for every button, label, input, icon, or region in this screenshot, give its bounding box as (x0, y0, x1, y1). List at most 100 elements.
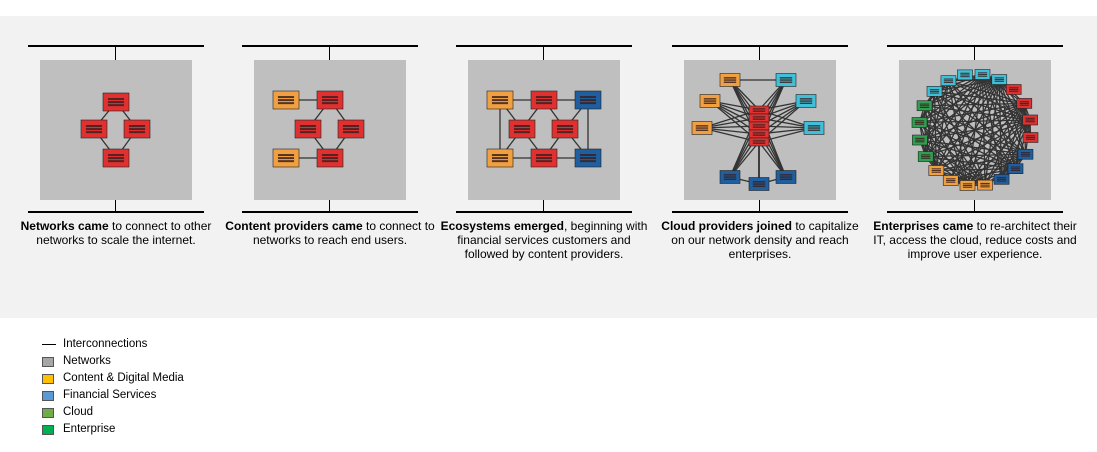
server-slot-icon (994, 80, 1004, 82)
legend-label: Financial Services (63, 389, 157, 401)
network-node (102, 92, 130, 112)
content-node (272, 90, 300, 110)
server-slot-icon (579, 154, 597, 157)
content-node (942, 175, 959, 186)
server-slot-icon (128, 125, 146, 128)
server-slot-icon (107, 157, 125, 160)
network-node (80, 119, 108, 139)
server-slot-icon (977, 74, 988, 76)
content-node (272, 148, 300, 168)
interconnection-line (918, 80, 949, 123)
network-node (1005, 84, 1022, 95)
server-slot-icon (752, 141, 766, 143)
server-slot-icon (752, 185, 766, 187)
server-slot-icon (1025, 119, 1035, 121)
server-slot-icon (1025, 138, 1036, 140)
server-slot-icon (535, 157, 553, 160)
server-slot-icon (807, 129, 821, 131)
interconnection-line (918, 122, 937, 171)
server-slot-icon (929, 89, 940, 91)
server-slot-icon (943, 80, 954, 82)
server-slot-icon (943, 81, 954, 83)
server-slot-icon (1010, 166, 1021, 168)
line-swatch (42, 344, 56, 345)
network-node (748, 137, 770, 147)
server-slot-icon (962, 183, 973, 185)
legend-item-cloud: Cloud (42, 404, 184, 421)
network-node (102, 148, 130, 168)
network-node (530, 90, 558, 110)
server-slot-icon (977, 72, 988, 74)
interconnection-line (919, 119, 1031, 124)
server-slot-icon (556, 125, 574, 128)
interconnection-line (947, 80, 986, 186)
network-node (748, 121, 770, 131)
network-node (316, 148, 344, 168)
server-slot-icon (513, 125, 531, 128)
network-node (748, 113, 770, 123)
server-slot-icon (779, 79, 793, 81)
server-slot-icon (752, 181, 766, 183)
server-slot-icon (1020, 152, 1031, 154)
interconnection-line (919, 139, 986, 186)
server-slot-icon (723, 77, 737, 79)
server-slot-icon (1025, 121, 1035, 123)
bottom-rule (887, 211, 1063, 213)
interconnection-line (947, 80, 1017, 170)
top-rule (242, 45, 418, 47)
server-slot-icon (277, 99, 295, 102)
legend-item-content: Content & Digital Media (42, 370, 184, 387)
interconnection-line (948, 80, 1031, 121)
network-node (508, 119, 536, 139)
network-node (551, 119, 579, 139)
content-node (699, 94, 721, 108)
server-slot-icon (980, 182, 990, 184)
interconnection-line (924, 105, 1031, 121)
server-slot-icon (85, 128, 103, 131)
server-slot-icon (752, 133, 766, 135)
server-slot-icon (579, 99, 597, 102)
bottom-rule (672, 211, 848, 213)
legend-item-financial: Financial Services (42, 387, 184, 404)
caption-text: to connect to networks to reach end user… (252, 219, 435, 247)
server-slot-icon (321, 160, 339, 163)
server-slot-icon (752, 110, 766, 112)
server-slot-icon (1019, 104, 1029, 106)
legend-label: Networks (63, 355, 111, 367)
server-slot-icon (962, 186, 973, 188)
network-node (316, 90, 344, 110)
legend-label: Enterprise (63, 423, 116, 435)
cloud-node (795, 94, 817, 108)
server-slot-icon (931, 171, 941, 173)
interconnection-line (934, 90, 1016, 170)
panel-cloud-providers: Cloud providers joined to capitalize on … (661, 16, 882, 316)
server-slot-icon (277, 157, 295, 160)
content-node (977, 179, 993, 191)
server-slot-icon (752, 109, 766, 111)
interconnection-line (948, 80, 1025, 105)
interconnection-line (918, 122, 969, 186)
interconnection-line (934, 90, 1031, 121)
server-slot-icon (321, 99, 339, 102)
color-swatch (42, 424, 54, 435)
financial-node (574, 90, 602, 110)
server-slot-icon (1025, 135, 1036, 137)
content-node (959, 180, 976, 191)
color-swatch (42, 390, 54, 401)
server-slot-icon (919, 103, 930, 105)
server-slot-icon (752, 183, 766, 185)
server-slot-icon (943, 78, 954, 80)
interconnection-line (924, 105, 1016, 170)
top-rule (672, 45, 848, 47)
network-node (337, 119, 365, 139)
server-slot-icon (994, 77, 1004, 79)
server-slot-icon (1009, 87, 1019, 89)
server-slot-icon (695, 127, 709, 129)
caption-text: , beginning with financial services cust… (457, 219, 648, 261)
network-node (1022, 132, 1039, 143)
server-slot-icon (807, 127, 821, 129)
server-slot-icon (914, 120, 925, 122)
panel-caption: Ecosystems emerged, beginning with finan… (438, 219, 650, 261)
server-slot-icon (107, 98, 125, 101)
server-slot-icon (779, 178, 793, 180)
